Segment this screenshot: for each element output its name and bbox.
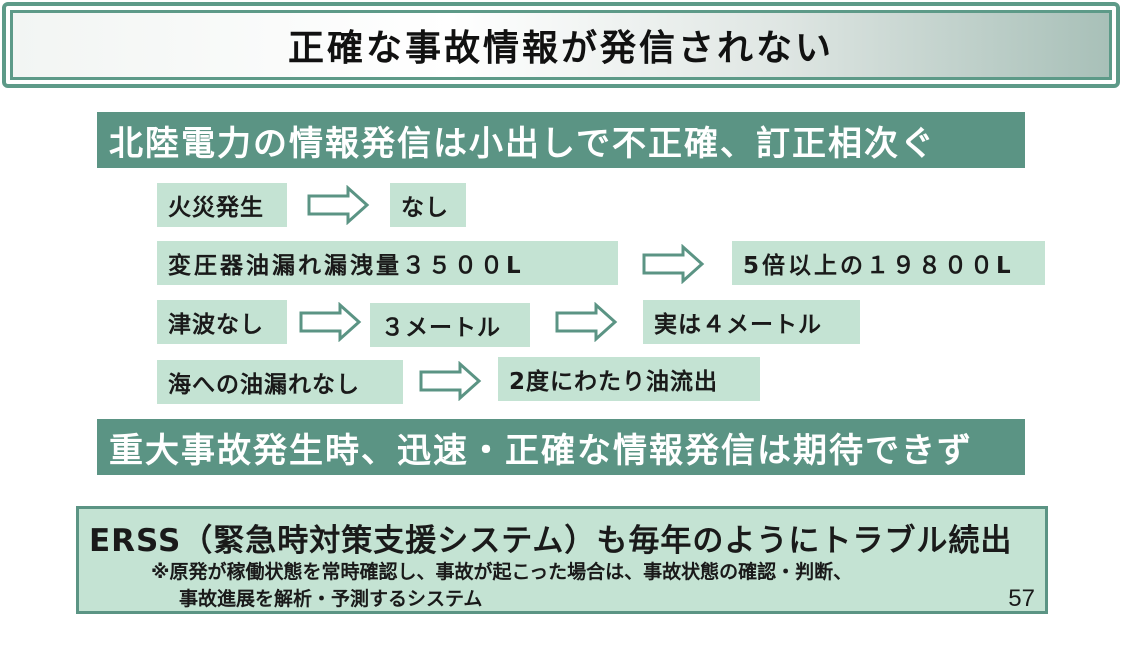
erss-note-line2: 事故進展を解析・予測するシステム	[179, 588, 483, 610]
oil-before-box: 変圧器油漏れ漏洩量３５００L	[157, 241, 618, 285]
fire-before-box: 火災発生	[157, 183, 287, 227]
right-arrow-icon	[555, 302, 618, 342]
section-header-hokuriku: 北陸電力の情報発信は小出しで不正確、訂正相次ぐ	[97, 112, 1025, 168]
erss-panel: ERSS（緊急時対策支援システム）も毎年のようにトラブル続出 ※原発が稼働状態を…	[76, 506, 1048, 614]
page-title: 正確な事故情報が発信されない	[287, 28, 834, 69]
erss-note-line1: ※原発が稼働状態を常時確認し、事故が起こった場合は、事故状態の確認・判断、	[151, 561, 853, 583]
title-banner: 正確な事故情報が発信されない	[10, 10, 1112, 80]
sea-after-box: 2度にわたり油流出	[498, 357, 760, 401]
right-arrow-icon	[419, 361, 482, 401]
right-arrow-icon	[642, 244, 705, 284]
tsunami-step1-box: 津波なし	[157, 300, 287, 344]
page-number: 57	[1008, 585, 1035, 612]
right-arrow-icon	[307, 185, 370, 225]
oil-after-box: 5倍以上の１９８００L	[732, 241, 1045, 285]
section-header-expectation: 重大事故発生時、迅速・正確な情報発信は期待できず	[97, 419, 1025, 475]
tsunami-step3-box: 実は４メートル	[643, 300, 860, 344]
tsunami-step2-box: ３メートル	[370, 303, 530, 347]
erss-title: ERSS（緊急時対策支援システム）も毎年のようにトラブル続出	[89, 523, 1013, 559]
right-arrow-icon	[299, 302, 362, 342]
sea-before-box: 海への油漏れなし	[157, 360, 403, 404]
fire-after-box: なし	[390, 183, 466, 227]
